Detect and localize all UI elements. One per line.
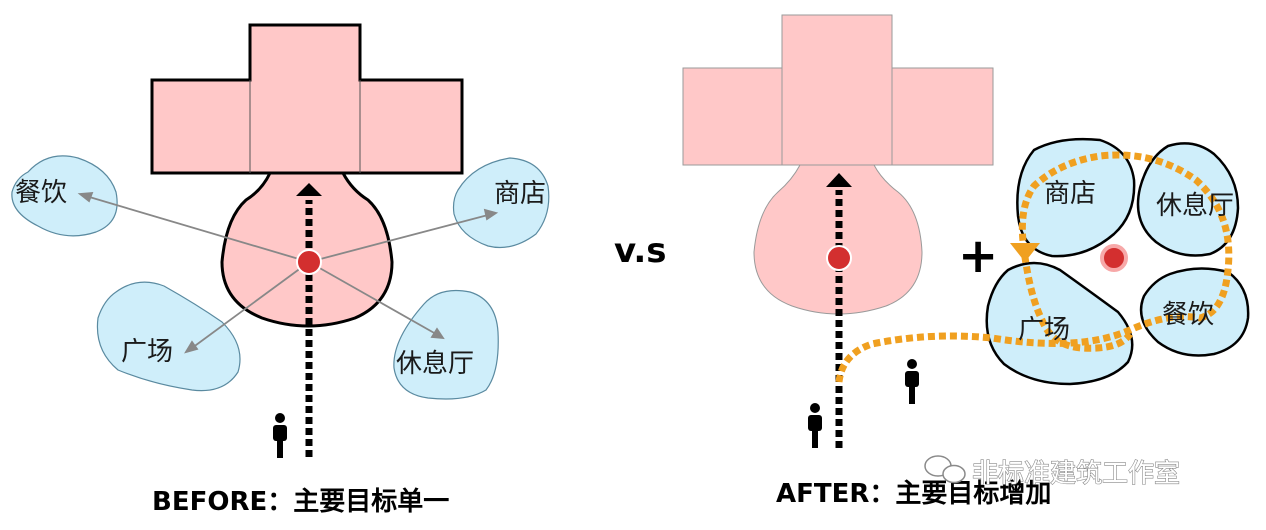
after-cluster-center-dot bbox=[1100, 244, 1128, 272]
after-person-icon-right bbox=[905, 359, 919, 404]
after-plaza-blob bbox=[985, 261, 1134, 386]
wechat-icon bbox=[924, 455, 966, 484]
after-lounge-blob bbox=[1136, 142, 1240, 257]
before-panel: 餐饮 商店 广场 休息厅 bbox=[11, 23, 550, 458]
before-lounge-label: 休息厅 bbox=[396, 349, 474, 379]
watermark: 非标准建筑工作室 bbox=[924, 455, 1181, 490]
after-cross-building bbox=[682, 14, 994, 166]
before-caption: BEFORE：主要目标单一 bbox=[152, 487, 449, 517]
before-path-arrowhead bbox=[296, 183, 322, 196]
after-center-dot bbox=[826, 245, 852, 271]
after-dining-label: 餐饮 bbox=[1162, 300, 1214, 330]
after-shop-blob bbox=[1016, 137, 1136, 258]
before-person-icon bbox=[273, 413, 287, 458]
before-plaza-label: 广场 bbox=[121, 337, 173, 367]
before-lounge-blob bbox=[393, 289, 499, 400]
after-panel: + 商店 休息厅 广场 餐饮 bbox=[682, 14, 1250, 448]
vs-label: v.s bbox=[614, 231, 667, 271]
after-lounge-label: 休息厅 bbox=[1156, 191, 1234, 221]
before-dining-label: 餐饮 bbox=[15, 178, 67, 208]
before-cross-building bbox=[150, 23, 464, 175]
after-plaza-label: 广场 bbox=[1018, 315, 1070, 345]
after-main-hall bbox=[753, 164, 923, 315]
plus-label: + bbox=[958, 228, 998, 284]
before-shop-blob bbox=[452, 157, 550, 249]
before-plaza-blob bbox=[96, 281, 241, 392]
watermark-text: 非标准建筑工作室 bbox=[972, 459, 1180, 489]
after-caption: AFTER：主要目标增加 bbox=[776, 478, 1051, 509]
before-radial-arrows bbox=[77, 191, 499, 354]
after-route-arrowhead bbox=[1010, 243, 1040, 262]
before-shop-label: 商店 bbox=[494, 179, 546, 209]
before-dining-blob bbox=[11, 155, 118, 237]
before-center-dot bbox=[296, 249, 322, 275]
after-path-arrowhead bbox=[826, 173, 852, 187]
after-person-icon-left bbox=[808, 403, 822, 448]
after-shop-label: 商店 bbox=[1044, 179, 1096, 209]
